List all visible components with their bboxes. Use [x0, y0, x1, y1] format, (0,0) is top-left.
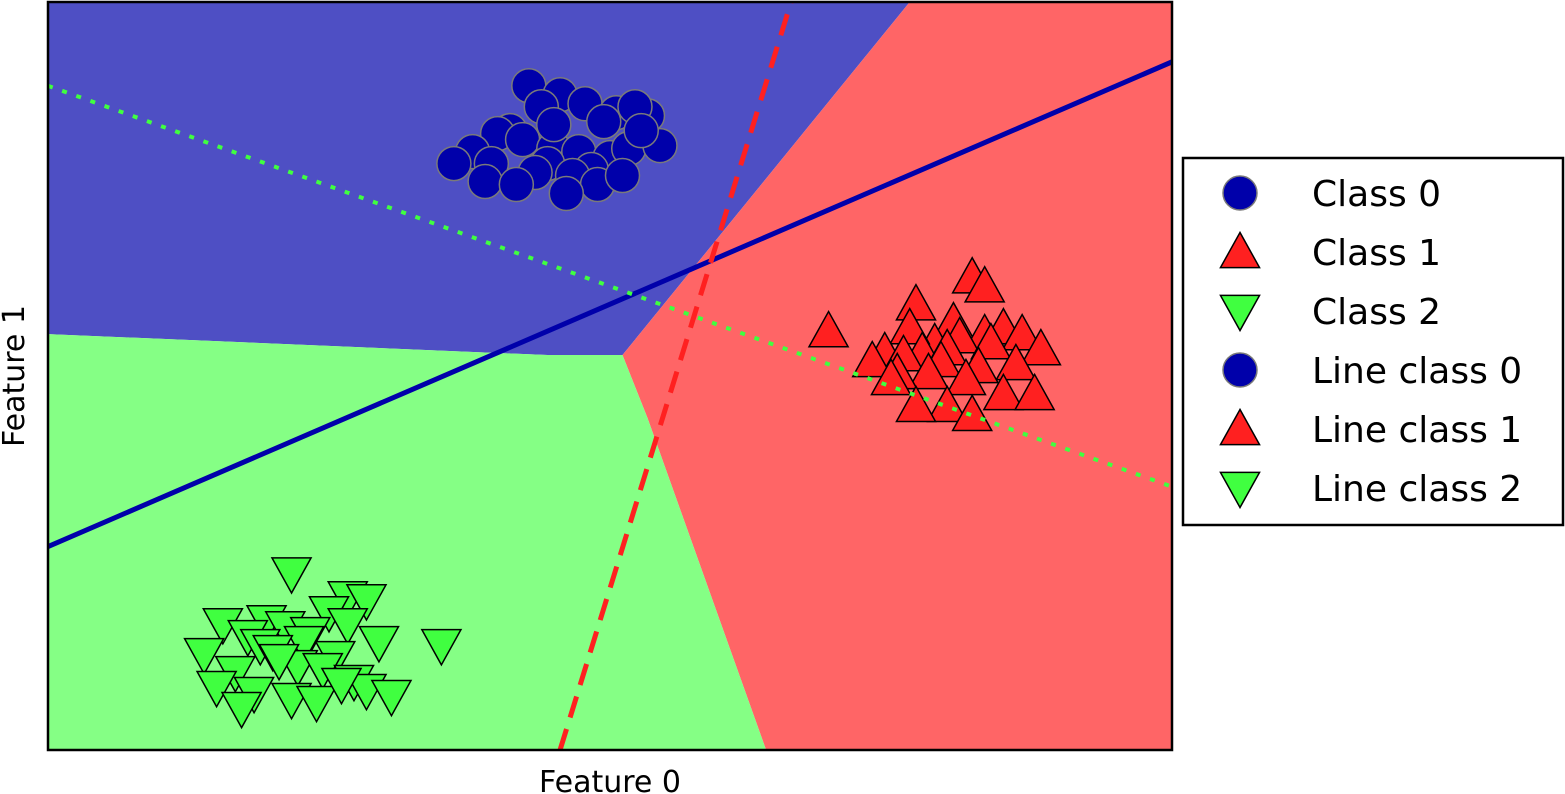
point-class-0: [623, 112, 659, 149]
point-class-1: [995, 342, 1037, 381]
data-points: [183, 68, 1062, 730]
point-class-0: [604, 157, 641, 194]
point-class-1: [870, 357, 912, 396]
point-class-1: [895, 384, 937, 423]
region-class-2: [48, 334, 767, 750]
point-class-1: [963, 265, 1006, 303]
legend-label: Line class 0: [1312, 351, 1522, 392]
point-class-2: [270, 557, 313, 595]
point-class-1: [1001, 313, 1043, 351]
point-class-1: [982, 372, 1025, 411]
point-class-1: [1020, 327, 1062, 366]
legend-marker: [1219, 407, 1261, 446]
point-class-0: [498, 166, 535, 203]
point-class-2: [345, 584, 388, 622]
legend-label: Class 2: [1312, 292, 1441, 333]
line-class-0: [48, 59, 1172, 549]
legend-label: Line class 1: [1312, 410, 1522, 451]
point-class-1: [807, 310, 850, 348]
point-class-1: [970, 321, 1012, 360]
point-class-2: [370, 679, 413, 718]
point-class-1: [1013, 372, 1056, 411]
legend-label: Class 0: [1312, 174, 1441, 215]
point-class-0: [586, 103, 622, 140]
point-class-2: [295, 685, 338, 724]
legend-label: Class 1: [1312, 233, 1441, 274]
point-class-2: [358, 625, 400, 664]
legend: Class 0 Class 1 Class 2 Line class 0 Line cl…: [1181, 156, 1565, 527]
point-class-2: [183, 637, 225, 676]
legend-marker: [1219, 230, 1261, 269]
point-class-2: [258, 643, 300, 682]
point-class-1: [907, 351, 950, 390]
point-class-0: [436, 145, 472, 182]
point-class-1: [945, 357, 987, 396]
point-class-0: [504, 121, 541, 158]
legend-marker: [1222, 175, 1258, 211]
point-class-2: [320, 667, 363, 706]
point-class-0: [548, 175, 585, 212]
decision-lines: [48, 2, 1172, 750]
point-class-2: [326, 607, 369, 646]
point-class-0: [536, 106, 572, 143]
point-class-1: [851, 339, 894, 378]
legend-label: Line class 2: [1312, 469, 1522, 510]
point-class-2: [195, 670, 238, 709]
x-axis-label: Feature 0: [539, 765, 681, 794]
point-class-2: [420, 628, 463, 667]
point-class-1: [888, 307, 931, 345]
y-axis-label: Feature 1: [0, 305, 32, 447]
legend-marker: [1219, 471, 1261, 510]
line-class-1: [557, 2, 794, 750]
point-class-2: [220, 691, 263, 730]
plot-frame: [46, 0, 1174, 752]
point-class-0: [467, 163, 503, 200]
legend-marker: [1219, 294, 1261, 333]
point-class-1: [951, 393, 994, 432]
line-class-2: [48, 83, 1172, 489]
legend-marker: [1222, 352, 1258, 388]
legend-frame: [1181, 156, 1565, 527]
point-class-1: [926, 384, 969, 423]
